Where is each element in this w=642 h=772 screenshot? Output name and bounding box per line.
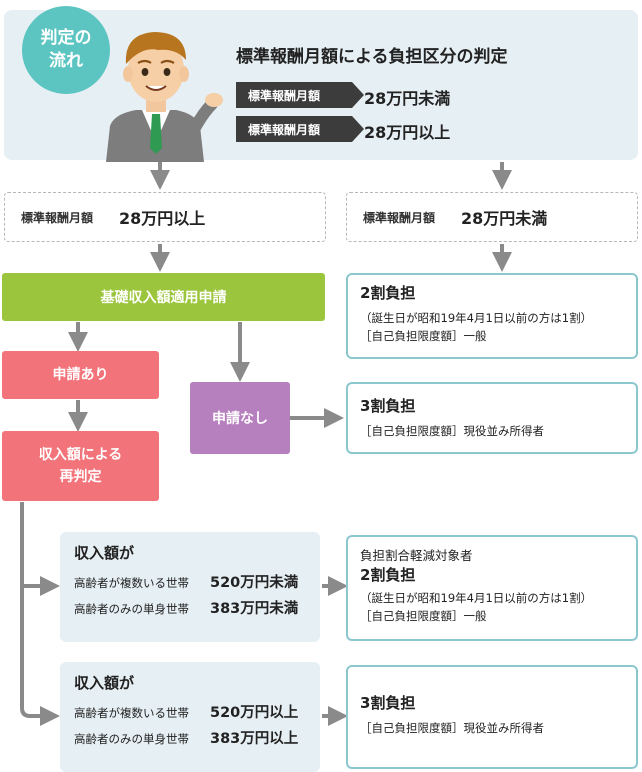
result-2-limit: ［自己負担限度額］現役並み所得者 (360, 424, 544, 438)
result-4-limit: ［自己負担限度額］現役並み所得者 (360, 721, 544, 735)
income-low-row-2-label: 高齢者のみの単身世帯 (74, 602, 189, 616)
result-1-title: 2割負担 (360, 284, 416, 302)
income-high-row-1-value: 520万円以上 (210, 705, 299, 721)
arrow-rejudge-trunk (20, 502, 60, 726)
result-1-note: （誕生日が昭和19年4月1日以前の方は1割） (360, 311, 593, 325)
result-box-3: 負担割合軽減対象者 2割負担 （誕生日が昭和19年4月1日以前の方は1割） ［自… (346, 535, 638, 641)
badge-line-2: 流れ (49, 51, 83, 71)
left-branch-box: 標準報酬月額 28万円以上 (4, 192, 326, 242)
income-high-row-2: 高齢者のみの単身世帯 383万円以上 (74, 727, 306, 753)
businessman-icon (106, 32, 223, 162)
income-high-row-2-value: 383万円以上 (210, 731, 299, 747)
result-2-title: 3割負担 (360, 397, 416, 415)
result-box-4: 3割負担 ［自己負担限度額］現役並み所得者 (346, 665, 638, 769)
income-low-head: 収入額が (74, 544, 135, 562)
result-3-note: （誕生日が昭和19年4月1日以前の方は1割） (360, 591, 593, 605)
rejudge-box: 収入額による 再判定 (2, 431, 159, 501)
result-box-1: 2割負担 （誕生日が昭和19年4月1日以前の方は1割） ［自己負担限度額］一般 (346, 273, 638, 359)
income-high-panel: 収入額が 高齢者が複数いる世帯 520万円以上 高齢者のみの単身世帯 383万円… (60, 662, 320, 772)
flow-badge: 判定の 流れ (22, 6, 110, 94)
income-low-row-1-label: 高齢者が複数いる世帯 (74, 576, 189, 590)
header-value-1: 28万円未満 (364, 89, 451, 108)
not-applied-box: 申請なし (190, 382, 290, 454)
badge-line-1: 判定の (40, 28, 92, 48)
right-branch-value: 28万円未満 (461, 209, 548, 228)
header-chip-2: 標準報酬月額 (236, 116, 364, 142)
result-4-title: 3割負担 (360, 694, 416, 712)
rejudge-line-2: 再判定 (59, 469, 102, 485)
right-branch-box: 標準報酬月額 28万円未満 (346, 192, 638, 242)
income-low-row-1: 高齢者が複数いる世帯 520万円未満 (74, 571, 306, 597)
income-high-head: 収入額が (74, 674, 135, 692)
income-low-panel: 収入額が 高齢者が複数いる世帯 520万円未満 高齢者のみの単身世帯 383万円… (60, 532, 320, 642)
income-low-row-2: 高齢者のみの単身世帯 383万円未満 (74, 597, 306, 623)
income-low-row-1-value: 520万円未満 (210, 575, 299, 591)
header-value-2: 28万円以上 (364, 123, 451, 142)
income-high-row-1-label: 高齢者が複数いる世帯 (74, 706, 189, 720)
result-3-title: 2割負担 (360, 566, 416, 584)
result-3-pre: 負担割合軽減対象者 (360, 548, 473, 563)
rejudge-line-1: 収入額による (38, 447, 123, 463)
application-box: 基礎収入額適用申請 (2, 273, 325, 321)
applied-box: 申請あり (2, 351, 159, 399)
header-chip-1: 標準報酬月額 (236, 82, 364, 108)
income-low-row-2-value: 383万円未満 (210, 601, 299, 617)
result-3-limit: ［自己負担限度額］一般 (360, 609, 487, 623)
result-box-2: 3割負担 ［自己負担限度額］現役並み所得者 (346, 382, 638, 454)
right-branch-label: 標準報酬月額 (363, 210, 436, 225)
left-branch-label: 標準報酬月額 (21, 210, 94, 225)
result-1-limit: ［自己負担限度額］一般 (360, 329, 487, 343)
income-high-row-2-label: 高齢者のみの単身世帯 (74, 732, 189, 746)
header-title: 標準報酬月額による負担区分の判定 (236, 47, 508, 67)
left-branch-value: 28万円以上 (119, 209, 206, 228)
income-high-row-1: 高齢者が複数いる世帯 520万円以上 (74, 701, 306, 727)
